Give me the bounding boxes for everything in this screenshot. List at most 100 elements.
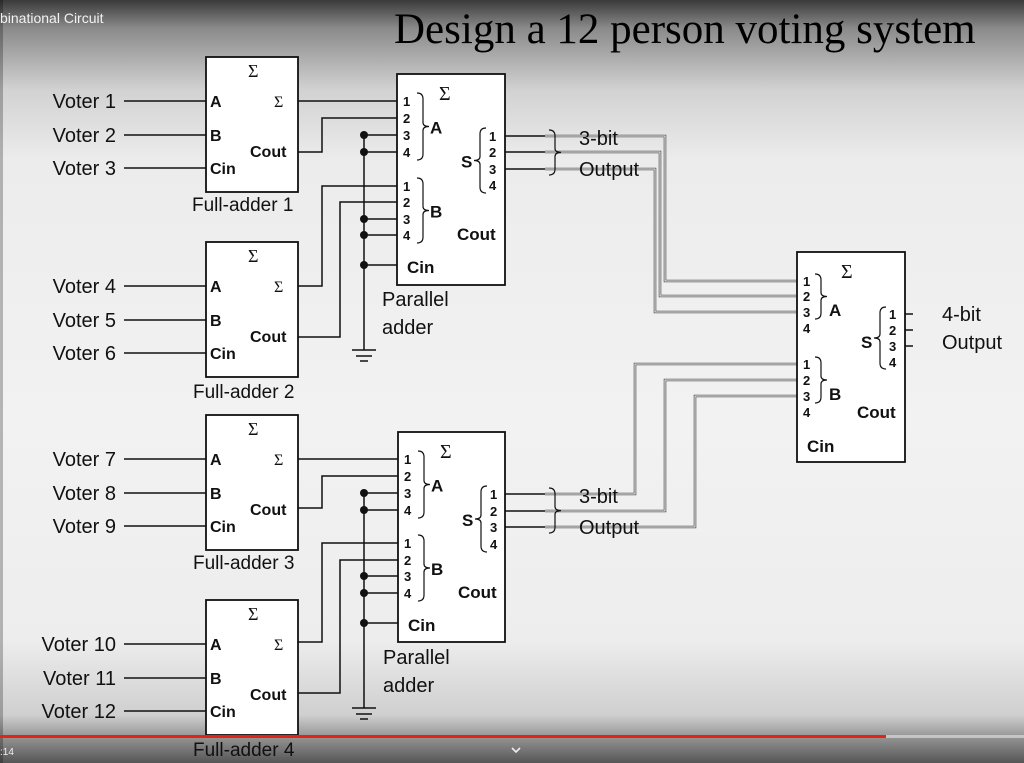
left-edge-shadow: [0, 0, 3, 763]
sigma-label: Σ: [440, 441, 452, 463]
brace: [548, 487, 562, 534]
pin-b-label: B: [210, 671, 222, 688]
bit-label: 3: [889, 339, 896, 354]
pa1-s3-to-final-a3: [545, 168, 797, 313]
full-adder-caption: Full-adder 3: [193, 553, 294, 574]
junction-dot: [360, 589, 368, 597]
group-a-label: A: [430, 119, 442, 138]
fa2-sum-to-pa1-b1: [298, 185, 397, 287]
sigma-label: Σ: [248, 604, 258, 624]
bit-label: 2: [889, 323, 896, 338]
cout-label: Cout: [458, 583, 497, 602]
bit-label: 1: [803, 274, 810, 289]
sum-output-label: Σ: [274, 279, 283, 296]
chevron-down-icon[interactable]: [506, 742, 526, 758]
cout-label: Cout: [857, 403, 896, 422]
wires: [124, 100, 913, 720]
sigma-label: Σ: [439, 83, 451, 105]
brace: [873, 306, 887, 370]
three-bit-output-label: Output: [579, 517, 639, 539]
voter-label: Voter 3: [53, 158, 116, 180]
junction-dot: [360, 506, 368, 514]
parallel-adder-1: [396, 73, 506, 286]
brace: [814, 273, 828, 320]
pin-b-label: B: [210, 486, 222, 503]
voter-label: Voter 2: [53, 125, 116, 147]
bit-label: 4: [490, 537, 498, 552]
pin-cout-label: Cout: [250, 329, 287, 346]
full-adder-caption: Full-adder 4: [193, 740, 295, 761]
cin-label: Cin: [407, 258, 434, 277]
bit-label: 1: [889, 307, 896, 322]
group-s-label: S: [462, 511, 473, 530]
bit-label: 3: [403, 128, 410, 143]
sigma-label: Σ: [248, 246, 258, 266]
fa4-cout-to-pa2-b2: [298, 559, 398, 694]
junction-dot: [360, 215, 368, 223]
brace: [416, 92, 430, 161]
fa1-cout-to-pa1-a2: [298, 117, 397, 153]
bit-label: 1: [490, 487, 497, 502]
bit-label: 3: [803, 389, 810, 404]
bit-label: 4: [403, 145, 411, 160]
three-bit-output-label: 3-bit: [579, 486, 618, 508]
bit-label: 2: [404, 553, 411, 568]
sum-output-label: Σ: [274, 637, 283, 654]
pa1-s1-to-final-a1: [545, 134, 797, 283]
bit-label: 4: [803, 321, 811, 336]
fa3-cout-to-pa2-a2: [298, 475, 398, 509]
pa2-s2-to-final-b2: [545, 379, 797, 512]
bit-label: 4: [404, 503, 412, 518]
voter-label: Voter 7: [53, 449, 116, 471]
bit-label: 4: [889, 355, 897, 370]
bit-label: 2: [403, 111, 410, 126]
pin-b-label: B: [210, 313, 222, 330]
bit-label: 2: [490, 504, 497, 519]
bit-label: 2: [489, 145, 496, 160]
pa2-s3-to-final-b3: [545, 395, 797, 528]
bit-label: 2: [403, 195, 410, 210]
full-adder-caption: Full-adder 2: [193, 382, 294, 403]
brace: [814, 356, 828, 404]
voter-label: Voter 4: [53, 276, 116, 298]
pin-cin-label: Cin: [210, 519, 236, 536]
progress-bar-fill: [0, 735, 886, 738]
bit-label: 2: [404, 469, 411, 484]
pin-cout-label: Cout: [250, 502, 287, 519]
voter-label: Voter 10: [41, 634, 116, 656]
junction-dot: [360, 148, 368, 156]
parallel-adder-caption: Parallel: [383, 647, 450, 669]
parallel-adder-caption: adder: [382, 317, 433, 339]
voter-label: Voter 6: [53, 343, 116, 365]
cout-label: Cout: [457, 225, 496, 244]
voter-label: Voter 1: [53, 91, 116, 113]
brace: [416, 177, 430, 244]
sigma-label: Σ: [248, 419, 258, 439]
three-bit-output-label: Output: [579, 159, 639, 181]
junction-dot: [360, 489, 368, 497]
junction-dot: [360, 619, 368, 627]
group-b-label: B: [431, 560, 443, 579]
blocks: [205, 56, 906, 736]
group-b-label: B: [430, 203, 442, 222]
pin-cin-label: Cin: [210, 346, 236, 363]
bit-label: 1: [403, 94, 410, 109]
bit-label: 4: [803, 405, 811, 420]
bit-label: 2: [803, 289, 810, 304]
bit-label: 1: [403, 179, 410, 194]
bit-label: 1: [489, 129, 496, 144]
group-a-label: A: [829, 301, 841, 320]
brace: [417, 534, 431, 602]
three-bit-output-label: 3-bit: [579, 128, 618, 150]
brace: [474, 485, 488, 553]
brace: [417, 450, 431, 519]
four-bit-output-label: Output: [942, 332, 1002, 354]
junction-dot: [360, 231, 368, 239]
bit-label: 3: [404, 486, 411, 501]
pin-cout-label: Cout: [250, 144, 287, 161]
pin-a-label: A: [210, 94, 222, 111]
sum-output-label: Σ: [274, 94, 283, 111]
voter-label: Voter 11: [43, 668, 116, 690]
